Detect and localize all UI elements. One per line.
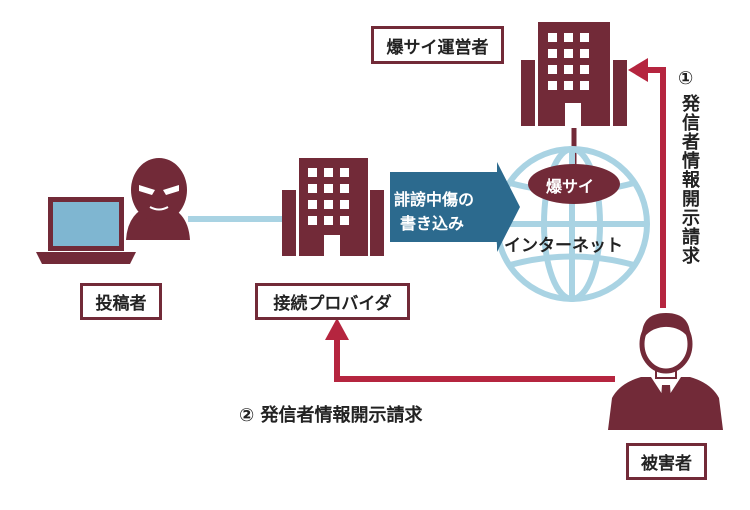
request-2-text: ② 発信者情報開示請求 [239,405,423,426]
request-1-number: ① [678,68,694,89]
masked-person-icon [126,158,190,240]
office-building-icon [521,22,627,126]
site-label: 爆サイ [546,177,595,196]
office-building-icon [282,158,384,256]
request-arrow-2 [334,336,615,382]
businessman-icon [608,313,723,430]
internet-label: インターネット [504,236,623,256]
operator-label: 爆サイ運営者 [371,26,504,64]
victim-label: 被害者 [626,443,707,480]
post-arrow [390,162,520,252]
request-1-text: 発信者情報開示請求 [679,94,700,265]
site-oval [528,164,620,204]
laptop-icon [36,197,136,264]
poster-label: 投稿者 [80,283,162,320]
request-arrow-1 [645,67,666,308]
post-text-line2: 書き込み [400,214,465,233]
post-text-line1: 誹謗中傷の [394,190,475,209]
provider-label: 接続プロバイダ [255,283,410,320]
